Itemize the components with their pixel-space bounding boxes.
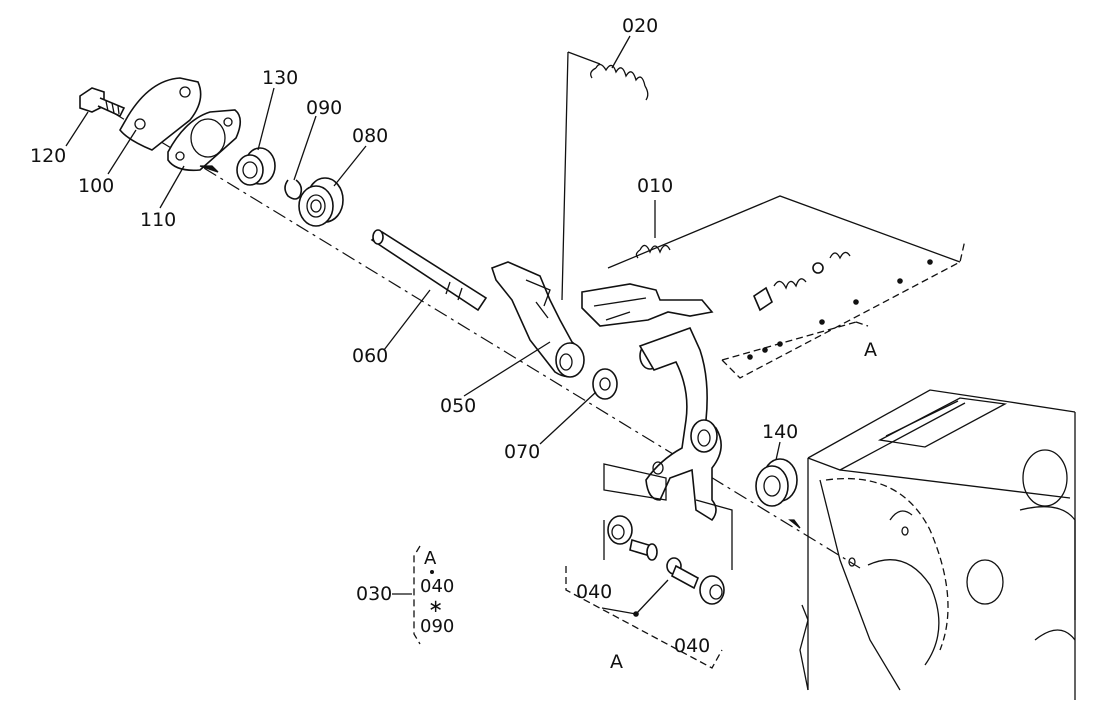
pin-left xyxy=(629,538,658,561)
dot-b1 xyxy=(633,611,639,617)
dot-a7 xyxy=(747,354,753,360)
adjust-spring-group xyxy=(753,251,851,312)
dot-a2 xyxy=(897,278,903,284)
engine-block-housing xyxy=(799,389,1076,700)
dot-a5 xyxy=(777,341,783,347)
callout-labels: 020 130 090 080 120 100 110 010 060 050 … xyxy=(30,15,877,673)
fork-lever xyxy=(638,326,722,522)
callout-010: 010 xyxy=(637,175,673,197)
kit-legend-030: 030 A 040 ∗ 090 xyxy=(356,545,454,645)
sleeve-040-right xyxy=(699,575,725,605)
shaft-axis-line xyxy=(111,111,861,569)
leader-020-link xyxy=(561,51,601,301)
dot-a4 xyxy=(819,319,825,325)
lower-bracket-left xyxy=(603,463,667,501)
ball-bearing-140 xyxy=(755,458,798,507)
dot-a1 xyxy=(927,259,933,265)
arrow-110 xyxy=(199,165,219,173)
group-a-upper-solid-line xyxy=(607,195,961,269)
leader-lines xyxy=(65,35,781,461)
callout-060: 060 xyxy=(352,345,388,367)
kit-parent-number: 030 xyxy=(356,583,392,605)
thrust-washer-070 xyxy=(592,368,618,400)
dot-a3 xyxy=(853,299,859,305)
arrow-140 xyxy=(788,519,801,529)
kit-last-number: 090 xyxy=(420,616,454,637)
governor-lever-050 xyxy=(490,261,585,378)
callout-080: 080 xyxy=(352,125,388,147)
spring-020 xyxy=(590,63,649,101)
callout-120: 120 xyxy=(30,145,66,167)
kit-first-number: 040 xyxy=(420,576,454,597)
group-a-upper-bracket xyxy=(721,239,966,379)
kit-ref-dot xyxy=(430,570,434,574)
governor-shaft-060 xyxy=(370,229,488,312)
callout-100: 100 xyxy=(78,175,114,197)
spring-010 xyxy=(635,244,671,259)
ball-bearing-080 xyxy=(298,177,344,227)
callout-070: 070 xyxy=(504,441,540,463)
callout-040-right: 040 xyxy=(674,635,710,657)
callout-140: 140 xyxy=(762,421,798,443)
callout-130: 130 xyxy=(262,67,298,89)
sleeve-040-left xyxy=(607,515,633,545)
gasket-110 xyxy=(167,109,242,172)
group-ref-a-lower: A xyxy=(610,651,623,673)
bolt-120 xyxy=(79,87,126,118)
kit-ref-a: A xyxy=(424,548,437,569)
callout-090: 090 xyxy=(306,97,342,119)
dot-a6 xyxy=(762,347,768,353)
oil-seal-130 xyxy=(236,147,276,186)
callout-040-left: 040 xyxy=(576,581,612,603)
speed-control-bracket xyxy=(581,283,714,327)
group-ref-a-upper: A xyxy=(864,339,877,361)
kit-range-mark: ∗ xyxy=(428,596,443,617)
callout-110: 110 xyxy=(140,209,176,231)
callout-020: 020 xyxy=(622,15,658,37)
group-a-lower-bracket xyxy=(565,566,723,669)
lower-bracket-right xyxy=(603,499,733,570)
snap-ring-090 xyxy=(284,179,303,200)
pin-right xyxy=(666,557,700,590)
callout-050: 050 xyxy=(440,395,476,417)
